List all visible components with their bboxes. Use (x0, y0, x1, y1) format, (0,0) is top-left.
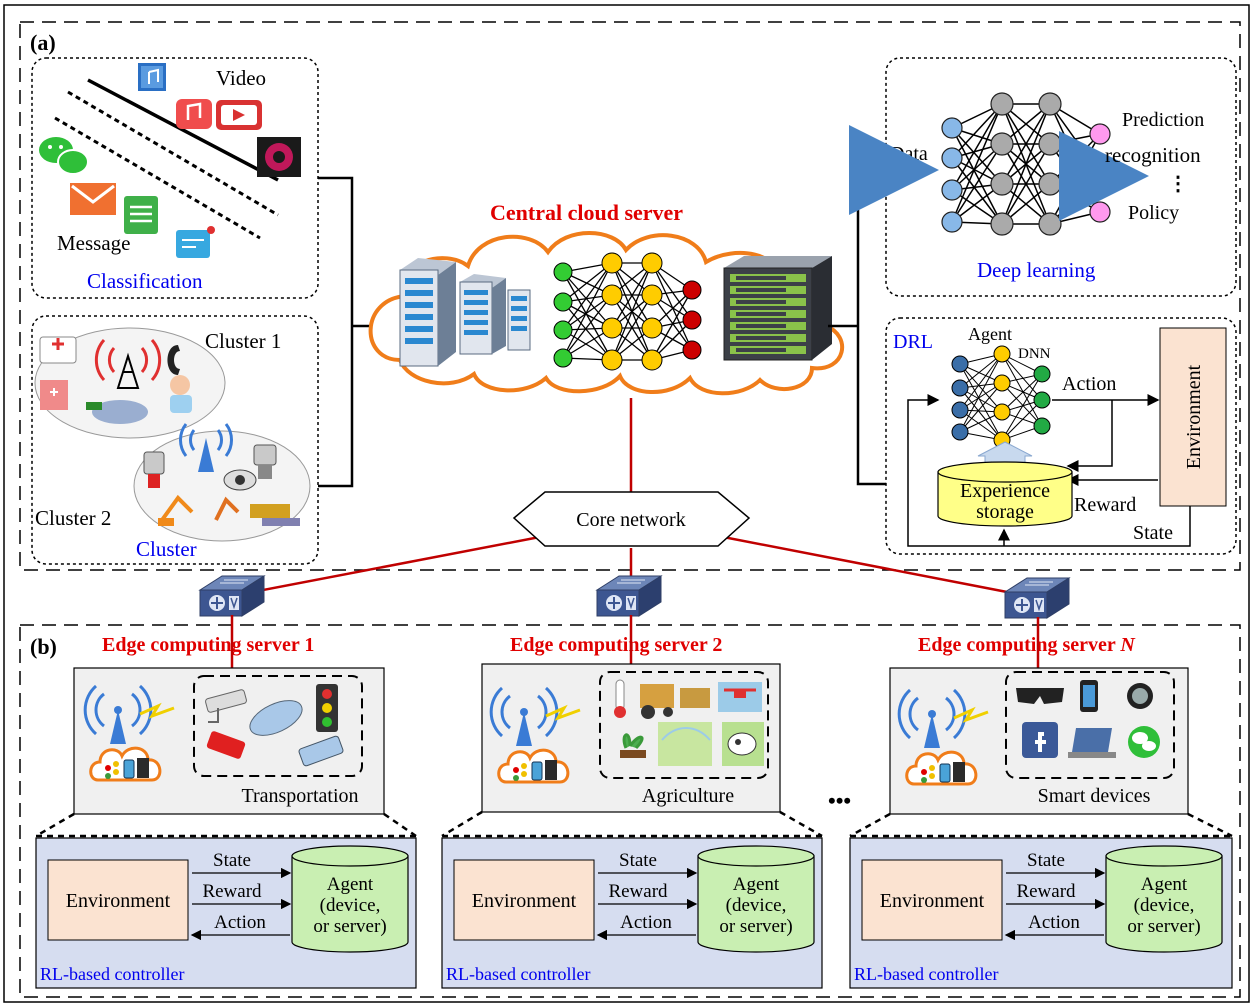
policy-label: Policy (1128, 202, 1179, 224)
cluster-title: Cluster (136, 537, 197, 561)
edge1-domain: Transportation (241, 785, 358, 807)
cloud-title: Central cloud server (490, 200, 683, 225)
outer-frame (3, 4, 1250, 1003)
core-edgeN-link (717, 534, 1039, 600)
drl-box (885, 317, 1237, 555)
core-network-node (512, 491, 751, 547)
dnn-label: DNN (1018, 346, 1051, 362)
storage-label: storage (976, 501, 1034, 523)
controller-2: Environment State Reward Action Agent (d… (441, 837, 823, 989)
smart-device-icons (1016, 680, 1160, 758)
controller2-env: Environment (472, 890, 577, 912)
wechat-icon (39, 137, 89, 175)
document-icon (124, 196, 158, 234)
video-label: Video (216, 66, 266, 90)
cluster-box (31, 315, 319, 565)
controller1-state: State (213, 850, 251, 871)
part-a-label: (a) (30, 30, 56, 55)
edge1-lightning-icon (139, 702, 175, 719)
controller2-action: Action (620, 912, 672, 933)
message-label: Message (57, 231, 130, 255)
classification-title: Classification (87, 269, 203, 293)
cluster2-label: Cluster 2 (35, 506, 111, 530)
part-b-frame (19, 624, 1241, 998)
controller1-title: RL-based controller (40, 964, 184, 984)
edgeN-lightning-icon (953, 706, 989, 723)
controller2-agent1: Agent (733, 874, 780, 895)
controllerN-agent1: Agent (1141, 874, 1188, 895)
controllerN-action: Action (1028, 912, 1080, 933)
experience-label: Experience (960, 480, 1050, 502)
controller-1: Environment State Reward Action Agent (d… (35, 837, 417, 989)
mail-icon (70, 183, 116, 215)
controller2-state: State (619, 850, 657, 871)
drl-environment-box (1159, 327, 1227, 507)
agriculture-icons (614, 679, 764, 766)
transportation-group (193, 675, 363, 777)
edge2-domain: Agriculture (642, 785, 734, 807)
edge1-title: Edge computing server 1 (102, 634, 314, 656)
experience-storage (937, 461, 1073, 527)
agriculture-group (599, 671, 769, 779)
state-feedback-arrow (907, 394, 1191, 547)
server-rack-icon (399, 258, 531, 367)
message-card-icon (176, 226, 215, 258)
controllerN-reward: Reward (1016, 881, 1076, 902)
controller1-action: Action (214, 912, 266, 933)
recognition-label: recognition (1105, 143, 1201, 167)
core-network-label: Core network (576, 509, 685, 531)
beats-icon (257, 137, 301, 177)
cluster1-label: Cluster 1 (205, 329, 281, 353)
edge2-lightning-icon (545, 704, 581, 721)
more-servers-ellipsis: ••• (828, 788, 851, 813)
transportation-icons (205, 684, 344, 767)
dl-dots: ⋮ (1168, 173, 1188, 195)
prediction-label: Prediction (1122, 109, 1204, 131)
youtube-icon (216, 100, 262, 130)
edgeN-domain: Smart devices (1038, 785, 1151, 807)
controllerN-title: RL-based controller (854, 964, 998, 984)
agent-label: Agent (968, 324, 1012, 344)
hospital-cluster-icons (39, 336, 192, 424)
cloud-neural-network (553, 252, 702, 371)
server-cabinet-icon (723, 256, 832, 361)
controller1-env: Environment (66, 890, 171, 912)
controllerN-agent2: (device, (1134, 895, 1195, 916)
drl-title: DRL (893, 331, 933, 353)
video-icon (138, 63, 166, 91)
music-icon (176, 99, 212, 129)
controller2-agent2: (device, (726, 895, 787, 916)
reward-label: Reward (1074, 494, 1136, 516)
drl-environment-label: Environment (1183, 364, 1205, 469)
action-label: Action (1062, 373, 1116, 395)
controllerN-env: Environment (880, 890, 985, 912)
controller-n: Environment State Reward Action Agent (d… (849, 837, 1233, 989)
controller2-agent3: or server) (719, 916, 792, 937)
controller2-title: RL-based controller (446, 964, 590, 984)
deep-learning-title: Deep learning (977, 258, 1096, 282)
controller1-agent3: or server) (313, 916, 386, 937)
part-b-label: (b) (30, 634, 57, 659)
state-label: State (1133, 522, 1173, 544)
controller2-reward: Reward (608, 881, 668, 902)
industrial-cluster-icons (143, 423, 300, 526)
smart-devices-group (1005, 671, 1175, 779)
transition-arrow (1066, 400, 1113, 472)
controller1-reward: Reward (202, 881, 262, 902)
controllerN-agent3: or server) (1127, 916, 1200, 937)
drl-neural-network (951, 345, 1051, 449)
edge2-title: Edge computing server 2 (510, 634, 722, 656)
core-edge1-link (231, 534, 546, 598)
controllerN-state: State (1027, 850, 1065, 871)
controller1-agent2: (device, (320, 895, 381, 916)
controller1-agent1: Agent (327, 874, 374, 895)
edgeN-title: Edge computing server N (918, 634, 1136, 656)
